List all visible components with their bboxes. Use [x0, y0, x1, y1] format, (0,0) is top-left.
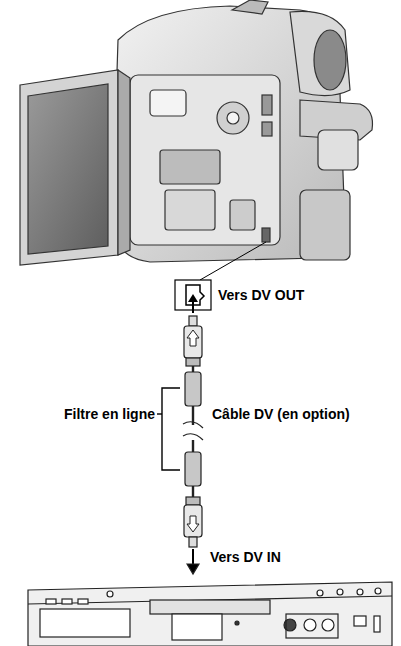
- filter-label: Filtre en ligne: [64, 406, 155, 423]
- port-label: Vers DV IN: [210, 549, 281, 566]
- camcorder: [20, 0, 373, 265]
- dvd-recorder: [28, 582, 392, 646]
- filter-bracket: [157, 388, 180, 470]
- cable-label: Câble DV (en option): [212, 406, 350, 423]
- port-label: Vers DV OUT: [218, 287, 304, 304]
- dv-cable: [183, 316, 203, 574]
